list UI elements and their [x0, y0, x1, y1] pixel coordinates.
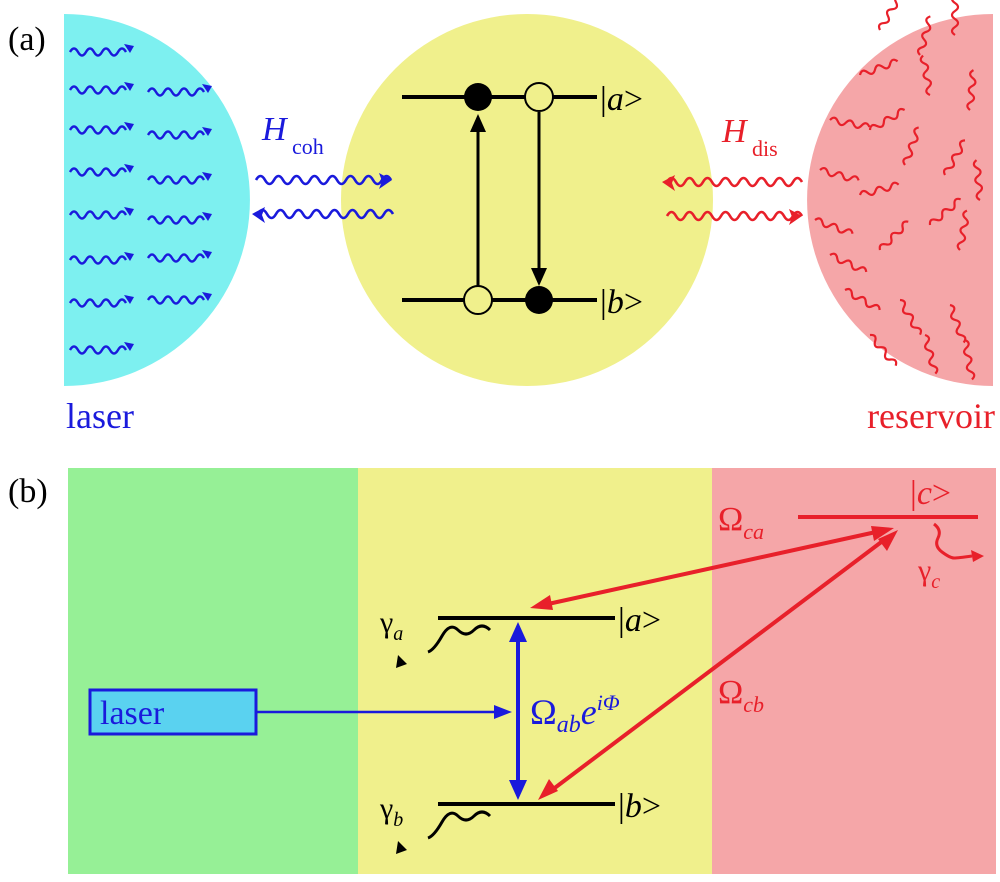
state-b-bar-b: |: [618, 788, 625, 825]
reservoir-label: reservoir: [867, 396, 995, 436]
omega-cb-base: Ω: [718, 674, 743, 711]
laser-region: [68, 468, 358, 874]
gamma-b-decay: [427, 810, 492, 840]
omega-ab-sub: ab: [557, 712, 581, 738]
state-c-close: >: [932, 475, 951, 512]
state-a-letter-b: a: [625, 602, 642, 639]
state-b-close: >: [624, 284, 643, 321]
empty-population-b: [463, 285, 493, 315]
state-a-letter: a: [607, 81, 624, 118]
filled-population-a: [464, 83, 492, 111]
gamma-a-base: γ: [379, 606, 393, 639]
laser-half-disc: [64, 14, 250, 386]
state-c-label: |c>: [910, 475, 951, 512]
gamma-b-base: γ: [379, 792, 393, 825]
panel-a: (a): [8, 0, 995, 436]
omega-cb-label: Ωcb: [718, 674, 764, 717]
atom-region: [358, 468, 712, 874]
laser-label: laser: [66, 396, 134, 436]
gamma-c-base: γ: [917, 554, 931, 587]
state-b-close-b: >: [642, 788, 661, 825]
gamma-a-arrowhead: [396, 655, 407, 668]
state-b-label: |b>: [600, 284, 643, 321]
omega-ca-arrowhead-c: [871, 526, 894, 541]
omega-ab-exp-base: e: [581, 692, 597, 732]
gamma-b-label: γb: [379, 792, 403, 831]
omega-cb-arrowhead-b: [538, 779, 558, 800]
omega-cb-arrow: [550, 538, 886, 792]
h-coh-label: H: [261, 111, 289, 148]
state-b-bar: |: [600, 284, 607, 321]
omega-ab-base: Ω: [530, 692, 557, 732]
gamma-a-sub: a: [393, 623, 403, 645]
excitation-arrowhead: [470, 114, 486, 132]
state-b-letter-b: b: [625, 788, 642, 825]
state-a-label-b: |a>: [618, 602, 661, 639]
omega-cb-sub: cb: [743, 692, 764, 717]
state-a-close: >: [624, 81, 643, 118]
gamma-c-label: γc: [917, 554, 940, 593]
omega-ab-arrowhead-up: [509, 622, 527, 642]
state-a-label: |a>: [600, 81, 643, 118]
omega-ab-exp: iΦ: [597, 690, 620, 715]
omega-ca-base: Ω: [718, 501, 743, 538]
state-a-close-b: >: [642, 602, 661, 639]
state-b-label-b: |b>: [618, 788, 661, 825]
empty-population-a: [524, 82, 554, 112]
coherent-arrowhead-right: [379, 173, 392, 189]
omega-ab-arrowhead-down: [509, 780, 527, 800]
gamma-c-arrowhead: [971, 550, 984, 562]
coherent-arrowhead-left: [252, 207, 265, 223]
panel-b-label: (b): [8, 473, 48, 510]
state-b-letter: b: [607, 284, 624, 321]
omega-cb-arrowhead-c: [878, 530, 898, 551]
state-a-bar-b: |: [618, 602, 625, 639]
omega-ca-arrowhead-a: [530, 595, 553, 610]
gamma-c-sub: c: [931, 571, 940, 593]
filled-population-b: [525, 286, 553, 314]
gamma-c-decay: [933, 522, 973, 560]
h-coh-subscript: coh: [292, 134, 324, 159]
state-c-bar: |: [910, 475, 917, 512]
omega-ca-sub: ca: [743, 519, 764, 544]
laser-photon-arrowheads: [124, 44, 212, 351]
state-c-letter: c: [917, 475, 932, 512]
state-a-bar: |: [600, 81, 607, 118]
dissipative-arrowhead-right: [789, 209, 802, 225]
omega-ca-label: Ωca: [718, 501, 764, 544]
gamma-b-sub: b: [393, 809, 403, 831]
gamma-b-arrowhead: [396, 841, 407, 854]
gamma-a-label: γa: [379, 606, 403, 645]
omega-ca-arrow: [547, 530, 877, 606]
decay-arrowhead: [531, 268, 547, 286]
reservoir-half-disc: [807, 14, 993, 386]
gamma-a-decay: [427, 624, 492, 654]
panel-b: (b) laser: [8, 468, 996, 874]
dissipative-arrowhead-left: [662, 175, 675, 191]
laser-box-label: laser: [100, 695, 165, 732]
omega-ab-label: ΩabeiΦ: [530, 690, 620, 738]
h-dis-label: H: [721, 113, 749, 150]
atom-circle: [341, 14, 713, 386]
h-dis-subscript: dis: [752, 136, 778, 161]
panel-a-label: (a): [8, 21, 46, 58]
laser-beam-arrowhead: [494, 705, 512, 719]
